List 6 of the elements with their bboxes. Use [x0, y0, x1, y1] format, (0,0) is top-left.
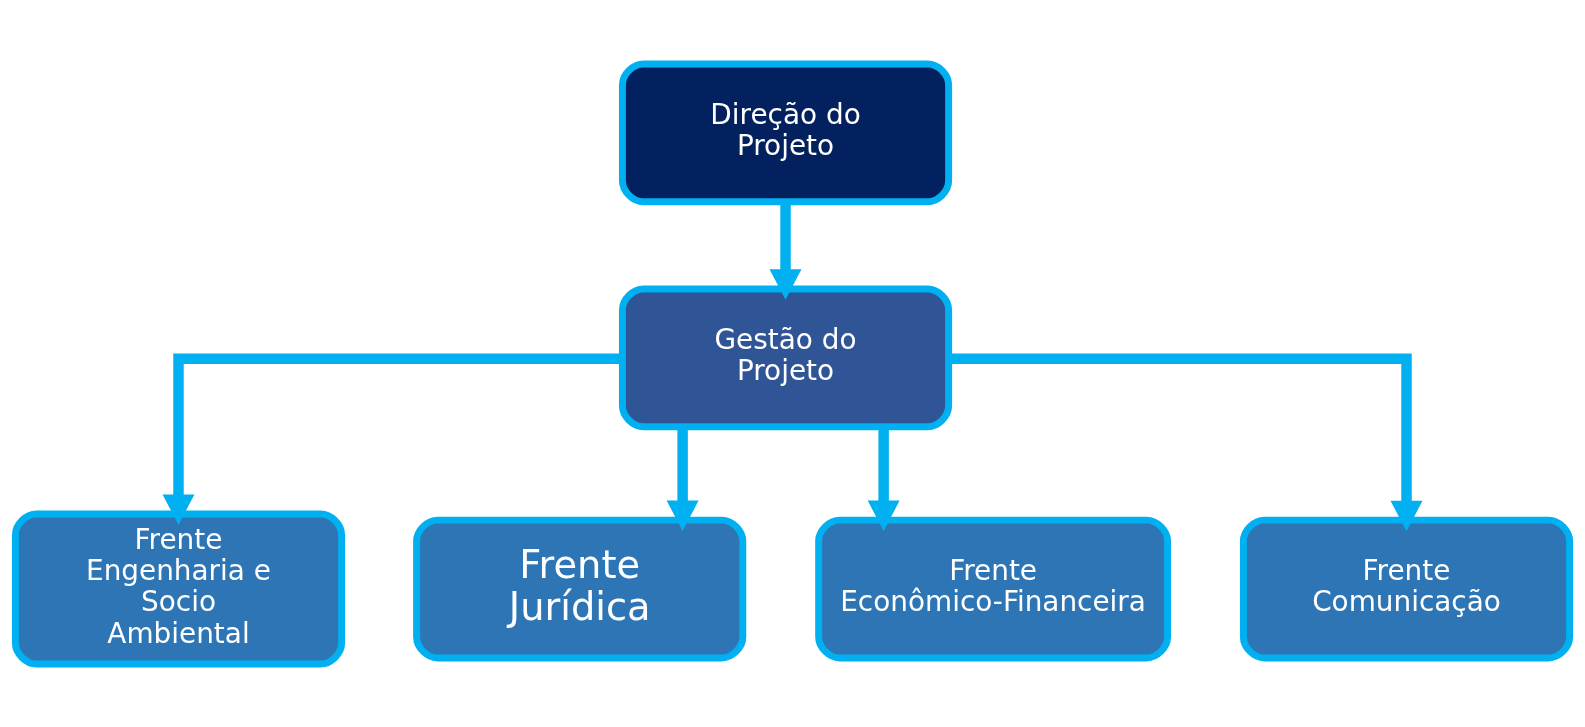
node-box: Frente Engenharia e Socio Ambiental — [11, 510, 346, 667]
node-box: Frente Jurídica — [413, 516, 747, 661]
node-box: Frente Comunicação — [1239, 516, 1574, 661]
node-box: Gestão do Projeto — [618, 285, 953, 430]
node-box: Frente Econômico-Financeira — [815, 516, 1171, 661]
node-box: Direção do Projeto — [618, 60, 953, 205]
